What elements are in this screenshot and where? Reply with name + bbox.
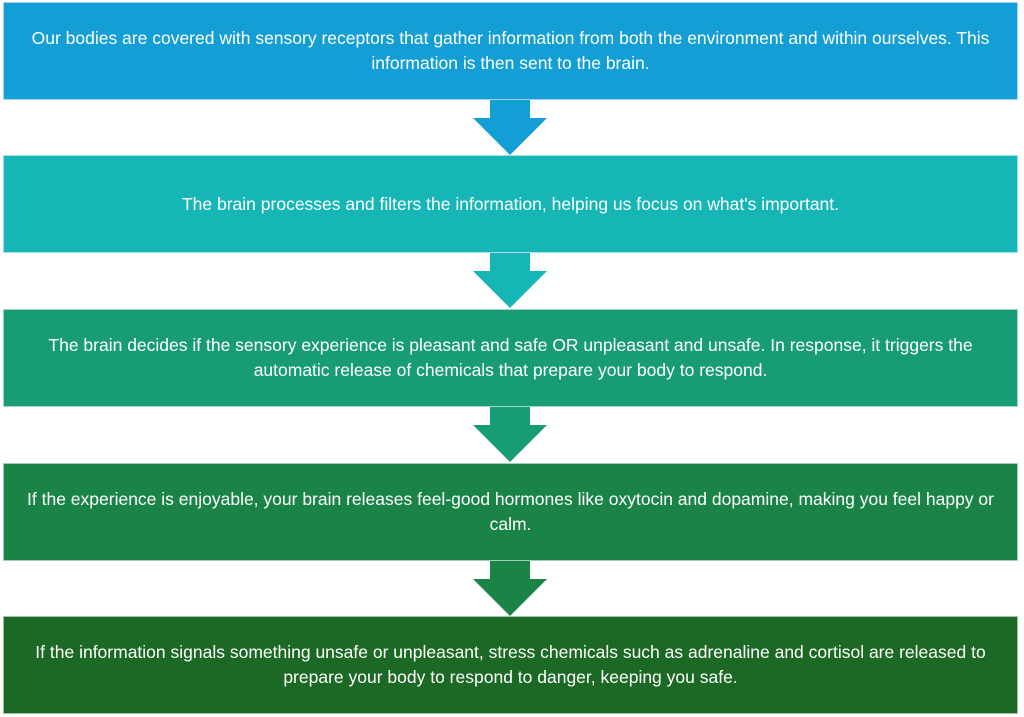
step-5-text: If the information signals something uns… xyxy=(35,642,986,687)
arrow-down-icon xyxy=(473,407,547,462)
step-3-box: The brain decides if the sensory experie… xyxy=(3,309,1018,407)
arrow-down-icon xyxy=(473,100,547,155)
arrow-shape xyxy=(473,407,547,462)
arrow-down-icon xyxy=(473,561,547,616)
step-2-box: The brain processes and filters the info… xyxy=(3,155,1018,253)
arrow-shape xyxy=(473,561,547,616)
step-3-text: The brain decides if the sensory experie… xyxy=(48,335,973,380)
arrow-shape xyxy=(473,253,547,308)
step-2-text: The brain processes and filters the info… xyxy=(181,193,840,214)
step-1-box: Our bodies are covered with sensory rece… xyxy=(3,2,1018,100)
arrow-shape xyxy=(473,100,547,155)
step-4-text: If the experience is enjoyable, your bra… xyxy=(27,489,994,534)
step-1-text: Our bodies are covered with sensory rece… xyxy=(31,28,990,73)
step-5-box: If the information signals something uns… xyxy=(3,616,1018,714)
arrow-down-icon xyxy=(473,253,547,308)
step-4-box: If the experience is enjoyable, your bra… xyxy=(3,463,1018,561)
